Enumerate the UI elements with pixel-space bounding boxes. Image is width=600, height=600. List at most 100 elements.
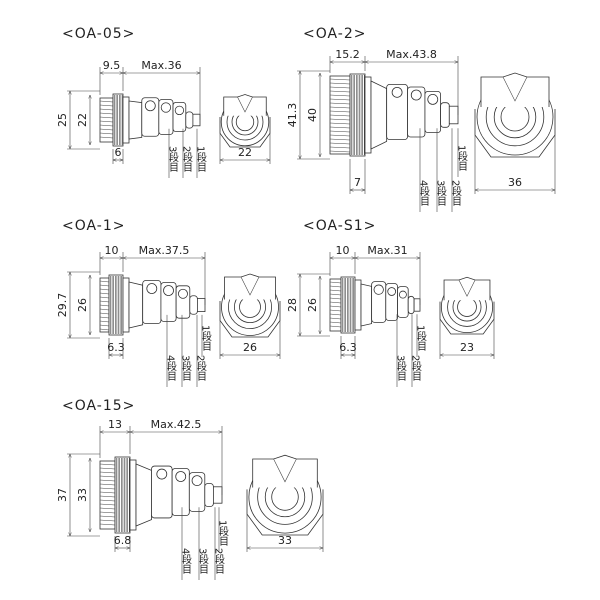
panel-title: <OA-15> <box>62 398 135 414</box>
top-cover <box>480 72 550 107</box>
lug-hole <box>427 94 439 105</box>
tier-label: 2段目 <box>213 548 225 574</box>
top-cover <box>224 273 276 300</box>
tier-label: 1段目 <box>200 325 212 351</box>
flange <box>364 76 372 154</box>
body <box>135 463 152 527</box>
tier-label: 3段目 <box>395 355 407 381</box>
cover-notch <box>502 76 528 102</box>
dim-inner-diameter: 22 <box>76 113 89 127</box>
lug-hole <box>191 475 203 487</box>
tier-label: 2段目 <box>181 146 193 172</box>
tier-label: 4段目 <box>418 180 430 206</box>
tip <box>448 105 459 125</box>
dim-inner-diameter: 40 <box>306 108 319 122</box>
dim-max-length: Max.31 <box>367 244 407 257</box>
tier-label: 4段目 <box>180 548 192 574</box>
dim-front-length: 15.2 <box>335 48 360 61</box>
tip <box>192 113 201 127</box>
dim-front-width: 33 <box>278 534 292 547</box>
screw-icon <box>160 102 172 113</box>
knurled-nut <box>108 274 124 336</box>
thread-bushing <box>99 97 114 143</box>
lug-hole <box>373 284 384 295</box>
jack-hole <box>500 102 530 132</box>
tip <box>413 298 421 312</box>
dim-front-length: 9.5 <box>103 59 121 72</box>
screw-icon <box>175 471 187 482</box>
tier-label: 2段目 <box>195 355 207 381</box>
top-cover <box>252 454 318 488</box>
panel-title: <OA-1> <box>62 218 125 234</box>
tip <box>212 486 223 504</box>
body <box>128 281 144 329</box>
tier-label: 4段目 <box>165 355 177 381</box>
screw-icon <box>163 285 174 296</box>
screw-icon <box>410 89 422 101</box>
flange <box>129 459 137 531</box>
screw-icon <box>387 287 397 296</box>
flange <box>354 279 362 331</box>
dim-nut-length: 6.3 <box>107 341 125 354</box>
dim-inner-diameter: 26 <box>76 298 89 312</box>
dim-front-width: 36 <box>508 176 522 189</box>
dim-outer-diameter: 29.7 <box>56 293 69 318</box>
flange <box>122 277 130 333</box>
cover-notch <box>273 458 297 483</box>
contact-tier <box>407 295 415 315</box>
tier-label: 1段目 <box>195 146 207 172</box>
contact-tier <box>204 483 214 507</box>
dim-front-length: 13 <box>108 418 122 431</box>
contact-tier <box>185 111 194 129</box>
body <box>360 283 373 327</box>
knurled-nut <box>340 276 356 334</box>
tier-label: 3段目 <box>167 146 179 172</box>
lug-hole <box>144 100 156 112</box>
jack-hole <box>271 483 299 511</box>
top-cover <box>443 276 491 301</box>
dim-max-length: Max.43.8 <box>386 48 437 61</box>
body <box>370 80 388 150</box>
jack-hole <box>235 112 255 132</box>
tier-label: 1段目 <box>456 145 468 171</box>
dim-nut-length: 6 <box>115 146 122 159</box>
dim-outer-diameter: 28 <box>286 298 299 312</box>
contact-tier <box>189 295 198 315</box>
tier-label: 3段目 <box>435 180 447 206</box>
dim-front-length: 10 <box>105 244 119 257</box>
dim-front-width: 26 <box>243 341 257 354</box>
tier-label: 1段目 <box>415 325 427 351</box>
panel-title: <OA-05> <box>62 26 135 42</box>
dim-max-length: Max.36 <box>141 59 181 72</box>
thread-bushing <box>99 460 116 530</box>
lug-hole <box>146 283 158 294</box>
tier-label: 2段目 <box>410 355 422 381</box>
cover-notch <box>237 96 253 113</box>
top-cover <box>223 94 267 116</box>
panel-title: <OA-S1> <box>303 218 376 234</box>
body <box>128 100 143 140</box>
tier-label: 2段目 <box>450 180 462 206</box>
lug-hole <box>156 468 168 480</box>
dim-outer-diameter: 41.3 <box>286 103 299 128</box>
tier-label: 3段目 <box>180 355 192 381</box>
dim-nut-length: 6.8 <box>114 534 132 547</box>
dim-front-width: 23 <box>460 341 474 354</box>
tier-label: 1段目 <box>217 520 229 546</box>
dim-outer-diameter: 25 <box>56 113 69 127</box>
dim-front-length: 10 <box>336 244 350 257</box>
contact-tier <box>440 102 450 128</box>
tier-label: 3段目 <box>197 548 209 574</box>
flange <box>122 96 130 144</box>
dim-max-length: Max.37.5 <box>139 244 190 257</box>
lug-hole <box>174 105 185 116</box>
dim-max-length: Max.42.5 <box>151 418 202 431</box>
dim-nut-length: 6.3 <box>339 341 357 354</box>
dim-nut-length: 7 <box>354 176 361 189</box>
cover-notch <box>458 279 476 297</box>
